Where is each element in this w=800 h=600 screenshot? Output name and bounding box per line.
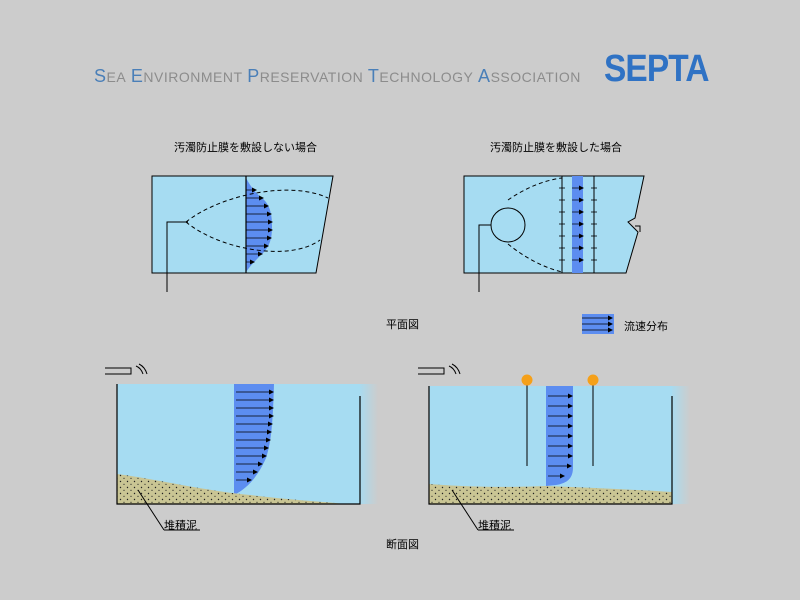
septa-logo: SEPTA [604, 48, 709, 90]
containment-circle [490, 207, 526, 243]
plan-view-caption: 平面図 [386, 318, 419, 331]
buoy [521, 374, 533, 386]
inlet-pipe [105, 363, 148, 375]
org-word-sea: SEA [94, 66, 127, 86]
plume-boundary [185, 221, 321, 252]
flow-arrows [572, 185, 584, 263]
plan-without-curtain [151, 175, 334, 292]
curtain-ticks [559, 187, 597, 261]
plan-with-curtain [463, 175, 645, 292]
section-water-fade [358, 384, 378, 504]
sediment-layer [117, 474, 345, 504]
legend-flow-label: 流速分布 [624, 320, 668, 333]
plume-boundary [507, 243, 563, 273]
plume-boundary [507, 177, 563, 201]
org-word-preservation: PRESERVATION [247, 66, 364, 86]
flow-arrows [548, 393, 573, 479]
section-with-curtain [418, 363, 690, 531]
sediment-label-left: 堆積泥 [164, 519, 197, 532]
flow-arrows [246, 187, 273, 265]
plume-boundary [185, 189, 329, 223]
sediment-leader-line [451, 489, 479, 531]
inlet-pipe [418, 363, 461, 375]
buoy [587, 374, 599, 386]
org-word-technology: TECHNOLOGY [367, 66, 474, 86]
plan-water-area [151, 175, 334, 274]
section-view-caption: 断面図 [386, 538, 419, 551]
section-without-curtain [105, 363, 378, 531]
org-word-association: ASSOCIATION [478, 66, 581, 86]
basin-outline [116, 384, 361, 505]
legend-flow-swatch [582, 314, 614, 334]
flow-distribution-shape [246, 178, 272, 272]
section-water-fade [670, 386, 690, 504]
flow-arrows [236, 389, 274, 483]
plan-with-curtain-title: 汚濁防止膜を敷設した場合 [490, 141, 622, 154]
org-word-environment: ENVIRONMENT [130, 66, 243, 86]
flow-distribution-band [572, 176, 583, 273]
plan-water-area [463, 175, 645, 274]
sediment-label-right: 堆積泥 [478, 519, 511, 532]
basin-outline [428, 386, 673, 505]
sediment-leader-line [137, 489, 165, 531]
discharge-pipe [478, 224, 491, 292]
sediment-layer [429, 484, 672, 504]
organization-name: SEA ENVIRONMENT PRESERVATION TECHNOLOGY … [94, 66, 581, 87]
plan-without-curtain-title: 汚濁防止膜を敷設しない場合 [174, 141, 317, 154]
flow-profile [234, 384, 274, 495]
discharge-pipe [166, 221, 188, 292]
